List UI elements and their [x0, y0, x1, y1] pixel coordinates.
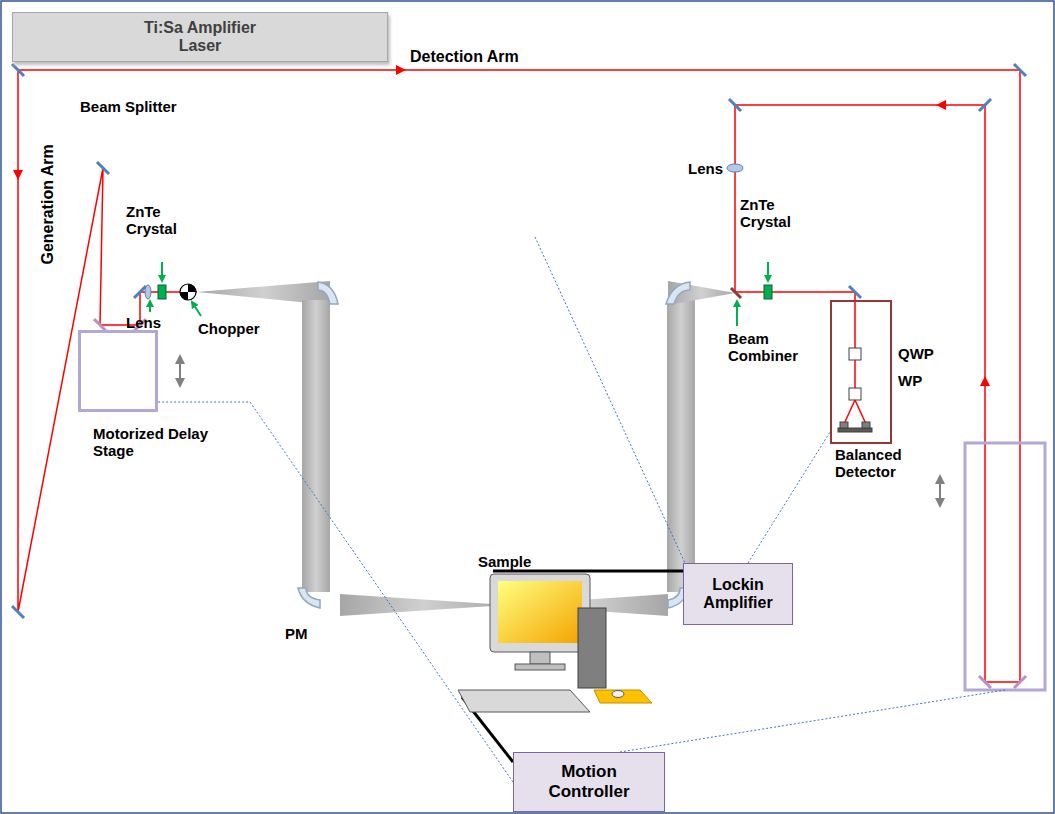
node-label: Motion Controller: [534, 762, 644, 801]
control-connector: [158, 402, 513, 782]
delay-stage-box: Motorized Delay Stage: [78, 330, 158, 412]
detector-box: Balanced Detector: [830, 300, 892, 444]
node-label: Ti:Sa Amplifier Laser: [125, 19, 275, 56]
node-label: Motorized Delay Stage: [93, 425, 223, 460]
component-label: ZnTe Crystal: [740, 196, 802, 231]
znte-crystal: [158, 285, 166, 299]
node-label: Lockin Amplifier: [692, 576, 784, 613]
component-label: Beam Splitter: [80, 98, 230, 115]
component-label: WP: [898, 372, 948, 389]
node-label: Balanced Detector: [835, 446, 947, 481]
znte-crystal: [764, 285, 772, 299]
delay-stage-mirrors: [94, 319, 1026, 688]
component-label: Beam Combiner: [728, 330, 814, 365]
control-links: [535, 237, 1005, 752]
component-label: Sample: [478, 553, 558, 570]
computer: [458, 571, 683, 762]
component-label: QWP: [898, 345, 948, 362]
stage-motion-arrows: [180, 356, 940, 506]
arm-label: Generation Arm: [39, 144, 57, 266]
laser-beams: [18, 70, 1020, 682]
lens: [145, 285, 151, 299]
detector-optics: [838, 348, 872, 432]
component-label: Lens: [126, 314, 176, 331]
chopper: [180, 284, 196, 300]
component-label: Lens: [688, 160, 728, 177]
arm-label: Detection Arm: [410, 48, 610, 66]
component-label: ZnTe Crystal: [126, 203, 188, 238]
component-label: PM: [285, 625, 325, 642]
lockin-box: Lockin Amplifier: [683, 563, 793, 625]
thz-beam: [197, 281, 735, 616]
mirrors: [12, 64, 1026, 618]
controller-box: Motion Controller: [513, 752, 665, 812]
delay-stage-frame: [965, 443, 1045, 690]
control-connector: [748, 432, 830, 563]
beam-direction-arrows: [13, 65, 990, 386]
laser-box: Ti:Sa Amplifier Laser: [12, 12, 388, 62]
pointer-arrows: [150, 262, 768, 326]
lens: [727, 164, 743, 172]
component-label: Chopper: [198, 320, 288, 337]
beam-combiner: [731, 288, 741, 298]
